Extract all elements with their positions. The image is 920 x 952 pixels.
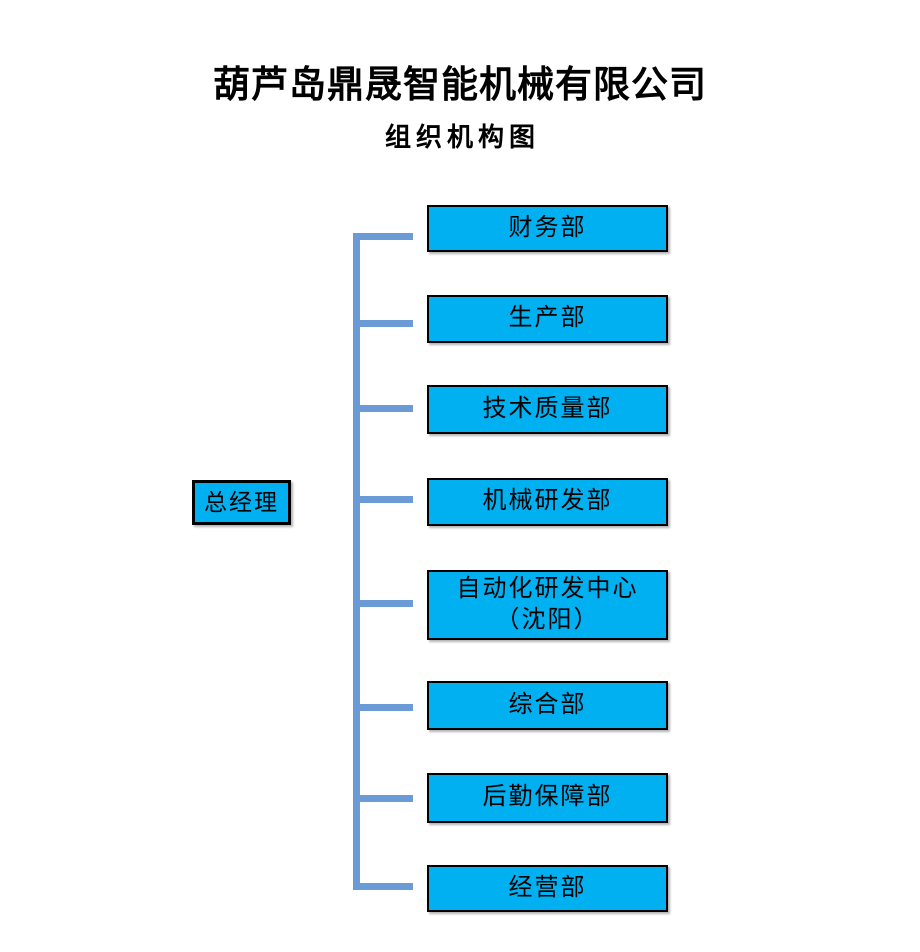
node-production-dept-label: 生产部 [508,305,587,332]
company-title: 葫芦岛鼎晟智能机械有限公司 [213,65,707,106]
node-machinery-rd-dept: 机械研发部 [427,478,668,526]
node-tech-quality-dept-label: 技术质量部 [482,395,613,422]
node-business-dept: 经营部 [427,865,668,912]
node-tech-quality-dept: 技术质量部 [427,385,668,434]
node-general-manager-label: 总经理 [204,489,279,515]
connector-branch-logistics [353,795,413,802]
node-automation-rd-center: 自动化研发中心 （沈阳） [427,570,668,640]
node-general-affairs-dept-label: 综合部 [508,691,587,718]
node-general-affairs-dept: 综合部 [427,681,668,730]
connector-branch-tech-quality [353,405,413,412]
node-finance-dept: 财务部 [427,205,668,252]
connector-branch-production [353,320,413,327]
node-logistics-support-dept-label: 后勤保障部 [482,784,613,811]
node-logistics-support-dept: 后勤保障部 [427,773,668,823]
connector-trunk [353,233,360,890]
connector-branch-machinery-rd [353,496,413,503]
chart-subtitle: 组织机构图 [384,123,540,152]
connector-branch-business [353,883,413,890]
node-general-manager: 总经理 [192,480,291,525]
node-machinery-rd-dept-label: 机械研发部 [482,488,613,515]
connector-branch-finance [353,233,413,240]
node-business-dept-label: 经营部 [508,874,587,901]
node-automation-rd-center-label: 自动化研发中心 （沈阳） [456,575,639,633]
connector-branch-general-affairs [353,704,413,711]
node-production-dept: 生产部 [427,295,668,343]
connector-branch-automation-rd [353,600,413,607]
node-finance-dept-label: 财务部 [508,214,587,241]
